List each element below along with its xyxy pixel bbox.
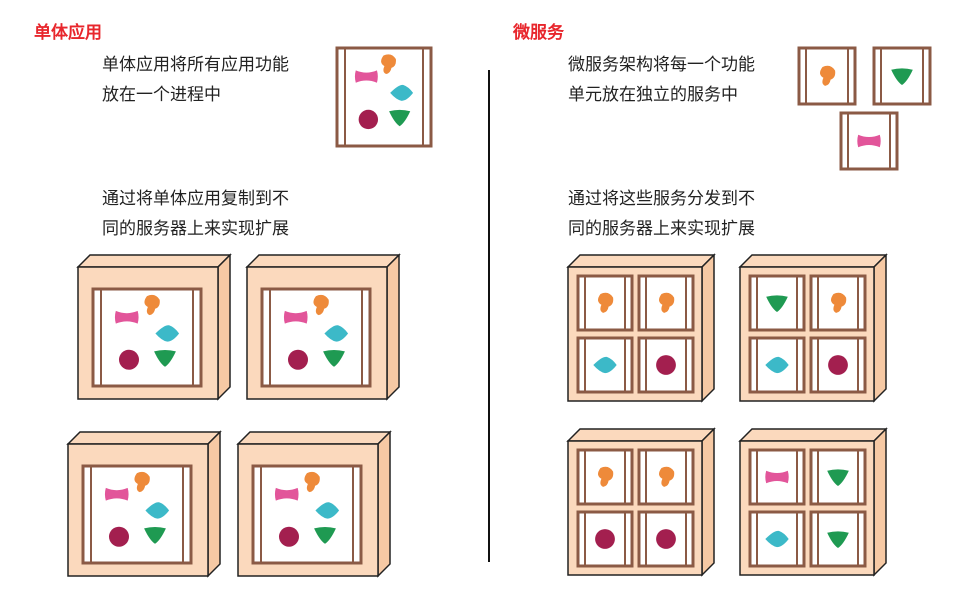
microservice-frame xyxy=(750,338,804,392)
microservice-frame xyxy=(578,450,632,504)
microservice-frame xyxy=(639,338,693,392)
microservice-server-3 xyxy=(568,429,714,575)
microservice-frame xyxy=(799,48,855,104)
microservice-frame xyxy=(811,450,865,504)
microservice-server-2 xyxy=(740,255,886,401)
microservice-frame xyxy=(811,338,865,392)
monolith-server-1 xyxy=(78,255,230,399)
microservice-server-4 xyxy=(740,429,886,575)
microservice-server-1 xyxy=(568,255,714,401)
monolith-server-2 xyxy=(247,255,399,399)
crimson-circle-icon xyxy=(828,355,848,375)
microservice-frame xyxy=(639,276,693,330)
monolith-app-frame xyxy=(253,466,361,563)
monolith-app-frame xyxy=(337,48,431,146)
monolith-app-frame xyxy=(262,289,370,386)
microservice-frame xyxy=(811,276,865,330)
microservice-frame xyxy=(811,512,865,566)
microservice-frame xyxy=(639,450,693,504)
monolith-server-4 xyxy=(238,432,390,576)
microservice-frame xyxy=(874,48,930,104)
microservice-frame xyxy=(578,338,632,392)
crimson-circle-icon xyxy=(656,355,676,375)
crimson-circle-icon xyxy=(595,529,615,549)
microservice-frame xyxy=(750,512,804,566)
monolith-app-frame xyxy=(83,466,191,563)
crimson-circle-icon xyxy=(109,527,129,547)
microservice-frame xyxy=(578,512,632,566)
microservice-frame xyxy=(841,113,897,169)
crimson-circle-icon xyxy=(359,110,378,129)
microservice-frame xyxy=(639,512,693,566)
monolith-app-frame xyxy=(93,289,201,386)
crimson-circle-icon xyxy=(656,529,676,549)
microservice-frame xyxy=(750,450,804,504)
microservice-frame xyxy=(578,276,632,330)
microservice-frame xyxy=(750,276,804,330)
crimson-circle-icon xyxy=(119,350,139,370)
monolith-server-3 xyxy=(68,432,220,576)
crimson-circle-icon xyxy=(288,350,308,370)
crimson-circle-icon xyxy=(279,527,299,547)
